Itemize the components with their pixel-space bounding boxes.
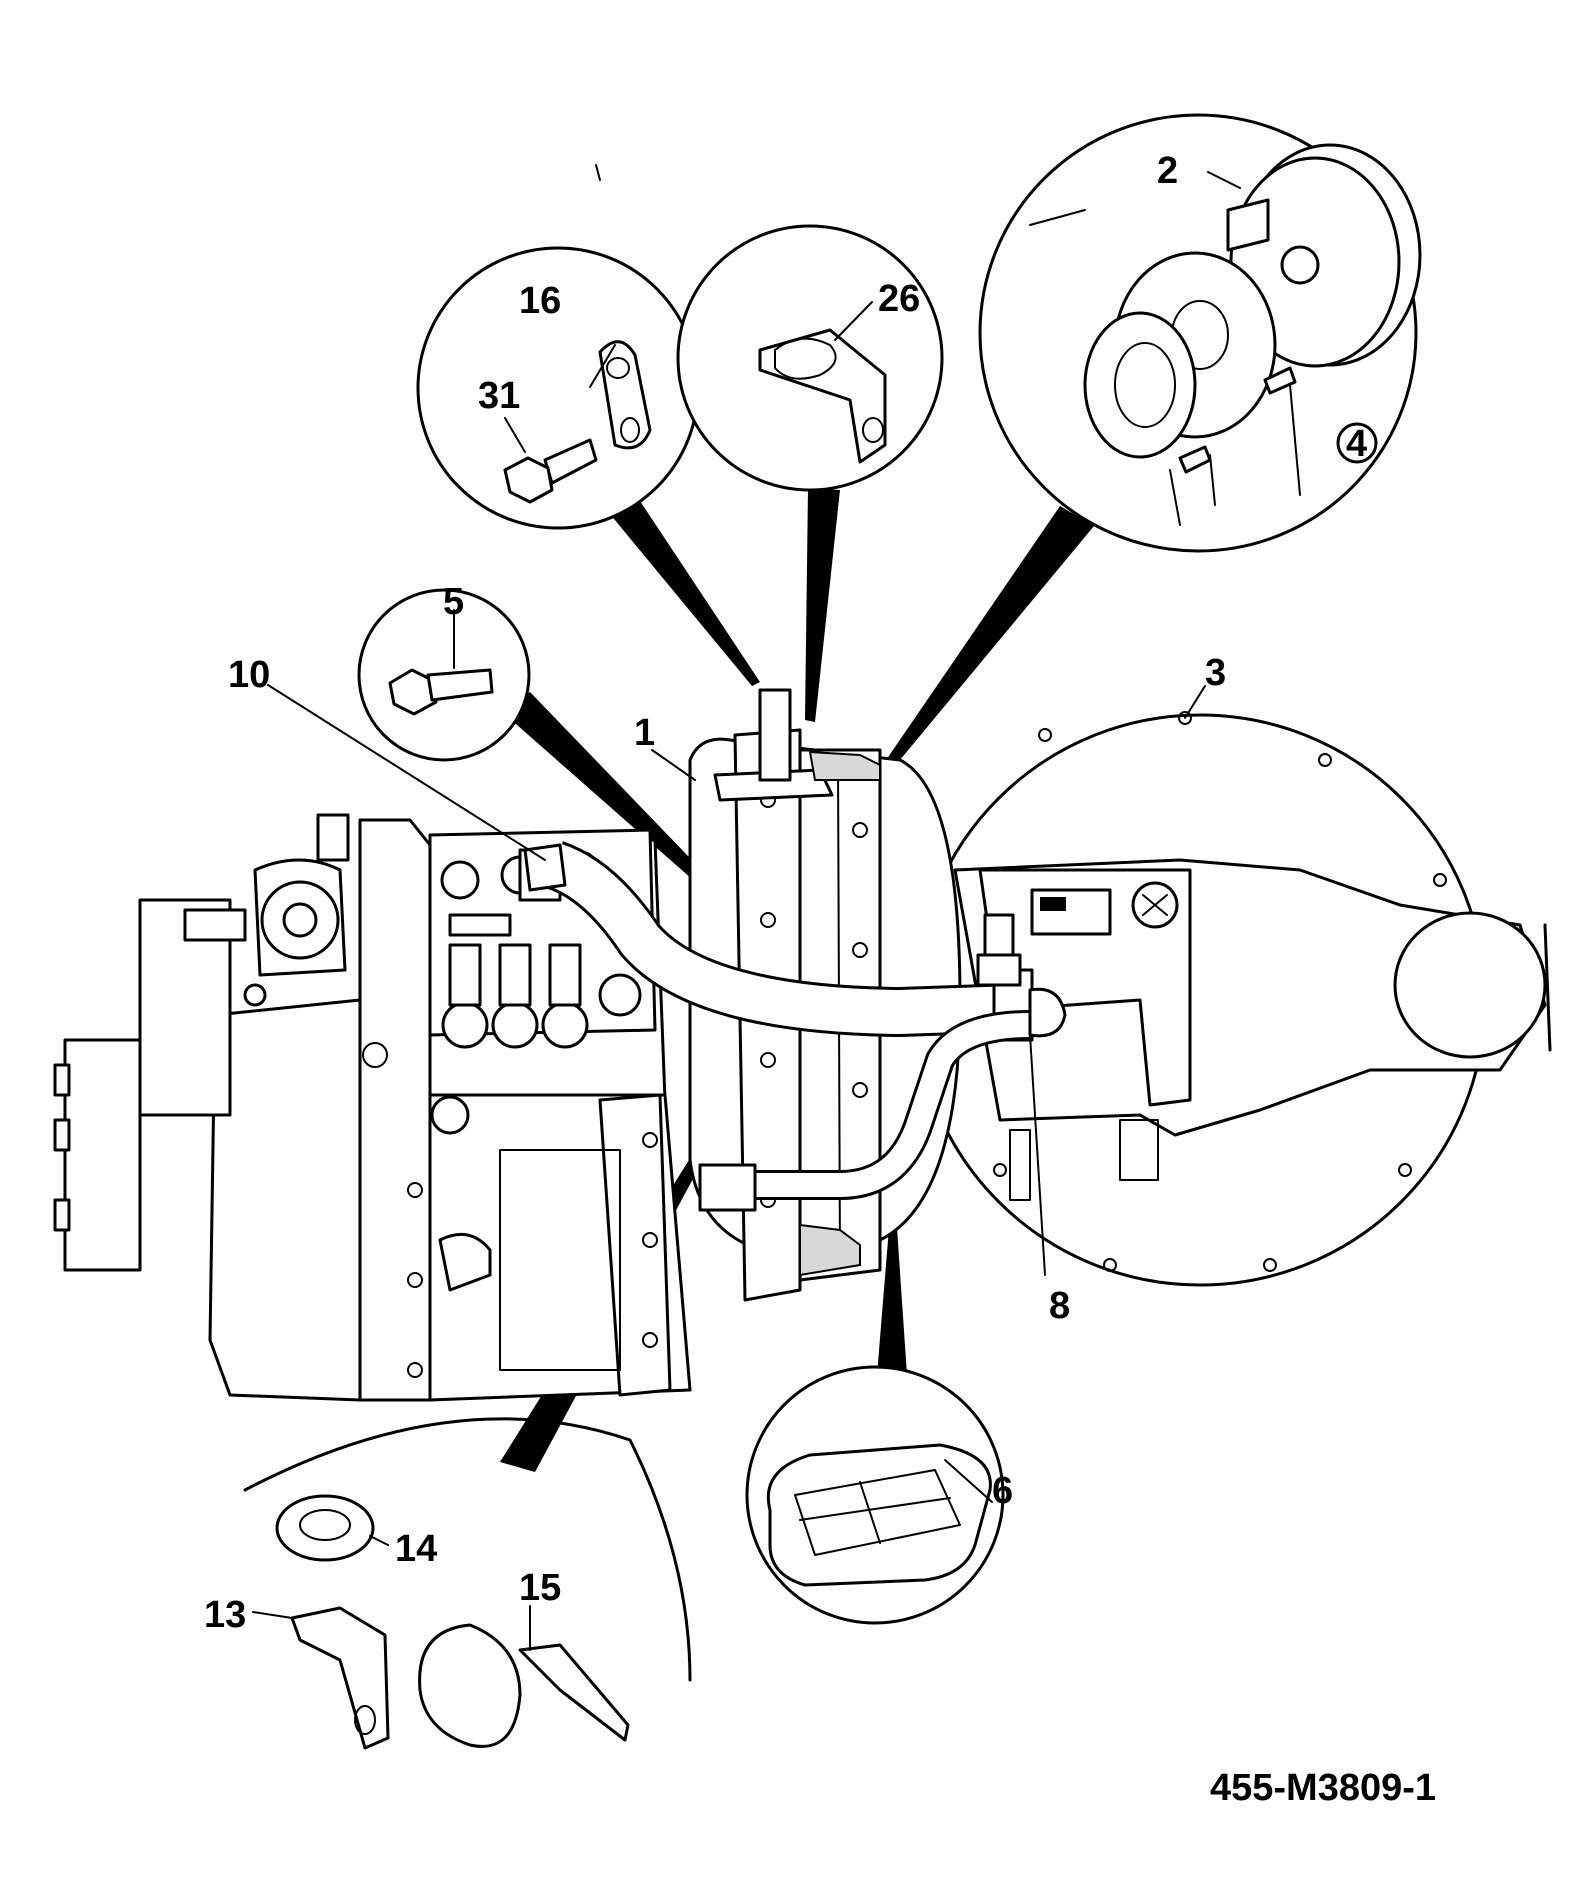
detail-6	[745, 1365, 1005, 1625]
callout-26: 26	[878, 278, 920, 320]
detail-26	[676, 224, 944, 492]
detail-13-14-15	[243, 1417, 692, 1750]
callout-labels: 2 16 26 31 4 5 3 10 1 8 6 14 15 13	[204, 150, 1367, 1636]
callout-10: 10	[228, 654, 270, 696]
drawing-id: 455-M3809-1	[1210, 1767, 1436, 1809]
callout-8: 8	[1049, 1285, 1070, 1327]
callout-31: 31	[478, 375, 520, 417]
oil-pipe	[698, 1010, 1031, 1212]
callout-2: 2	[1157, 150, 1178, 192]
callout-14: 14	[395, 1528, 437, 1570]
detail-16-31	[416, 246, 700, 530]
hose	[523, 841, 1034, 1042]
callout-13: 13	[204, 1594, 246, 1636]
pressure-switch	[976, 913, 1067, 1038]
callout-5: 5	[443, 581, 464, 623]
transmission-assembly	[53, 688, 1552, 1402]
detail-5	[357, 588, 531, 762]
callout-4: 4	[1346, 423, 1367, 465]
callout-6: 6	[992, 1470, 1013, 1512]
callout-15: 15	[519, 1567, 561, 1609]
bell-housing	[913, 711, 1552, 1287]
callout-3: 3	[1205, 652, 1226, 694]
detail-2-4	[978, 113, 1422, 553]
callout-16: 16	[519, 280, 561, 322]
callout-1: 1	[634, 712, 655, 754]
leader-lines	[252, 164, 1241, 1651]
